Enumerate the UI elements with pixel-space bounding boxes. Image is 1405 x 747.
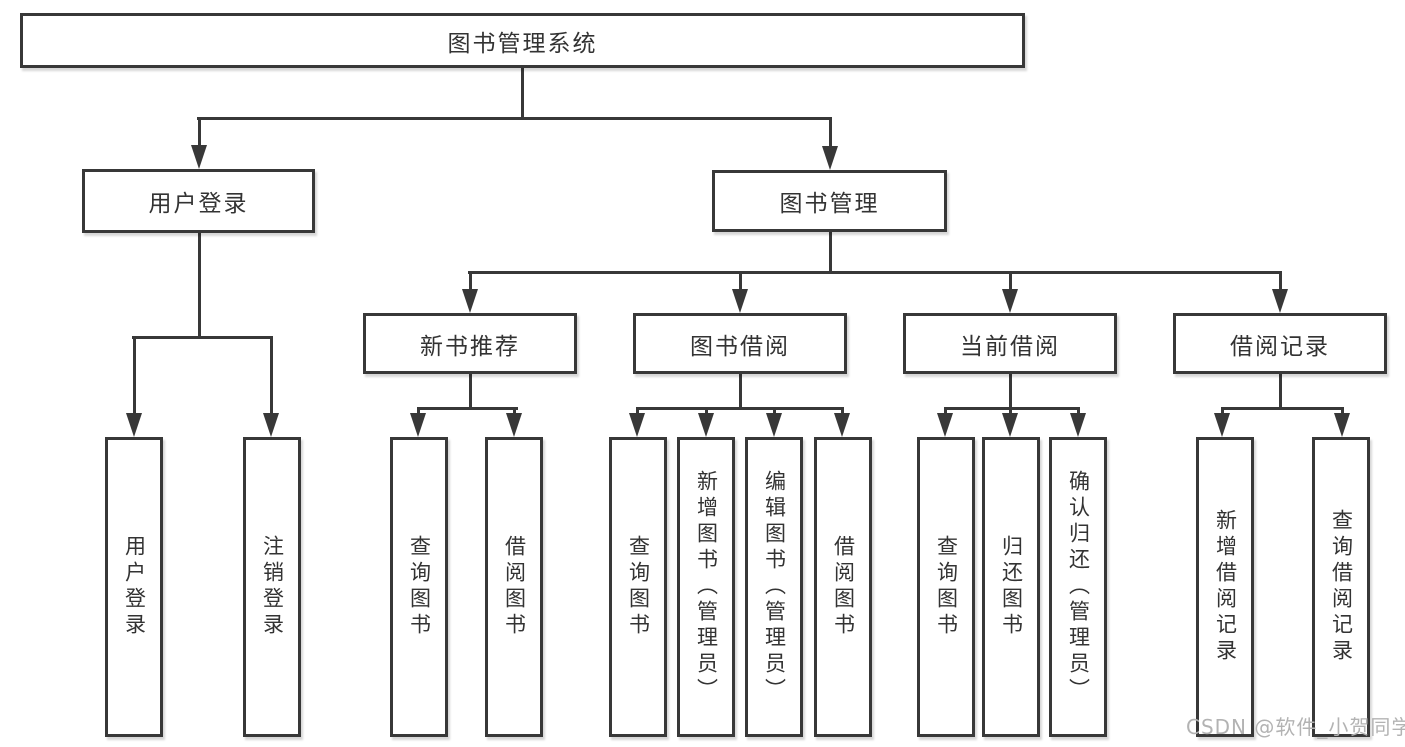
arrow-down-icon [822, 146, 838, 170]
arrow-down-icon [1070, 413, 1086, 437]
leaf-label: 查询借阅记录 [1329, 509, 1354, 665]
edge-line [773, 407, 776, 415]
leaf-logout: 注销登录 [243, 437, 301, 737]
leaf-label: 编辑图书（管理员） [762, 470, 787, 704]
edge-line [198, 117, 201, 147]
arrow-down-icon [126, 413, 142, 437]
edge-line [270, 336, 273, 415]
edge-line [1221, 407, 1344, 410]
edge-line [1009, 407, 1012, 415]
edge-line [636, 407, 639, 415]
node-root: 图书管理系统 [20, 13, 1025, 68]
edge-line [705, 407, 708, 415]
leaf-query-books-current: 查询图书 [917, 437, 975, 737]
edge-line [944, 407, 1080, 410]
leaf-label: 借阅图书 [502, 535, 527, 639]
arrow-down-icon [766, 413, 782, 437]
leaf-add-books-admin: 新增图书（管理员） [677, 437, 735, 737]
leaf-borrow-books: 借阅图书 [814, 437, 872, 737]
node-user-login: 用户登录 [82, 169, 315, 233]
edge-line [1279, 271, 1282, 291]
arrow-down-icon [462, 289, 478, 313]
leaf-query-borrow-record: 查询借阅记录 [1312, 437, 1370, 737]
arrow-down-icon [263, 413, 279, 437]
edge-line [417, 407, 420, 415]
edge-line [513, 407, 516, 415]
edge-line [132, 336, 273, 339]
edge-line [469, 374, 472, 410]
leaf-add-borrow-record: 新增借阅记录 [1196, 437, 1254, 737]
leaf-borrow-books-recommend: 借阅图书 [485, 437, 543, 737]
edge-line [1009, 374, 1012, 410]
edge-line [1341, 407, 1344, 415]
edge-level3-rail [468, 271, 1282, 274]
node-book-management-label: 图书管理 [779, 191, 880, 217]
leaf-query-books-recommend: 查询图书 [390, 437, 448, 737]
arrow-down-icon [1002, 289, 1018, 313]
edge-line [198, 233, 201, 339]
node-user-login-label: 用户登录 [148, 191, 249, 217]
node-current-borrow-label: 当前借阅 [960, 333, 1060, 360]
edge-line [841, 407, 844, 415]
leaf-label: 查询图书 [934, 535, 959, 639]
leaf-query-books-borrow: 查询图书 [609, 437, 667, 737]
node-new-book-recommend: 新书推荐 [363, 313, 577, 374]
arrow-down-icon [834, 413, 850, 437]
edge-line [1009, 271, 1012, 291]
leaf-edit-books-admin: 编辑图书（管理员） [745, 437, 803, 737]
edge-line [829, 117, 832, 148]
node-book-borrow: 图书借阅 [633, 313, 847, 374]
arrow-down-icon [1272, 289, 1288, 313]
node-borrow-records: 借阅记录 [1173, 313, 1387, 374]
arrow-down-icon [629, 413, 645, 437]
edge-root-stem [521, 68, 524, 118]
leaf-label: 归还图书 [999, 535, 1024, 639]
edge-line [944, 407, 947, 415]
leaf-label: 用户登录 [122, 535, 147, 639]
edge-line [829, 232, 832, 274]
edge-line [1221, 407, 1224, 415]
arrow-down-icon [1334, 413, 1350, 437]
arrow-down-icon [937, 413, 953, 437]
arrow-down-icon [1002, 413, 1018, 437]
leaf-label: 新增借阅记录 [1213, 509, 1238, 665]
edge-line [739, 271, 742, 291]
leaf-user-login: 用户登录 [105, 437, 163, 737]
arrow-down-icon [506, 413, 522, 437]
edge-line [417, 407, 518, 410]
edge-line [739, 374, 742, 410]
leaf-label: 查询图书 [407, 535, 432, 639]
arrow-down-icon [698, 413, 714, 437]
edge-line [636, 407, 844, 410]
arrow-down-icon [410, 413, 426, 437]
node-book-management: 图书管理 [712, 170, 947, 232]
arrow-down-icon [1214, 413, 1230, 437]
edge-line [469, 271, 472, 291]
edge-level2-rail [197, 117, 831, 120]
leaf-label: 借阅图书 [831, 535, 856, 639]
node-root-label: 图书管理系统 [447, 30, 598, 57]
node-borrow-records-label: 借阅记录 [1230, 333, 1330, 360]
leaf-confirm-return-admin: 确认归还（管理员） [1049, 437, 1107, 737]
leaf-label: 确认归还（管理员） [1066, 470, 1091, 704]
edge-line [1279, 374, 1282, 410]
leaf-label: 新增图书（管理员） [694, 470, 719, 704]
edge-line [1077, 407, 1080, 415]
leaf-return-books: 归还图书 [982, 437, 1040, 737]
edge-line [133, 336, 136, 415]
node-current-borrow: 当前借阅 [903, 313, 1117, 374]
arrow-down-icon [732, 289, 748, 313]
csdn-watermark: CSDN @软件_小贺同学 [1186, 715, 1405, 739]
node-new-book-recommend-label: 新书推荐 [420, 333, 520, 360]
leaf-label: 查询图书 [626, 535, 651, 639]
node-book-borrow-label: 图书借阅 [690, 333, 790, 360]
leaf-label: 注销登录 [260, 535, 285, 639]
arrow-down-icon [191, 145, 207, 169]
